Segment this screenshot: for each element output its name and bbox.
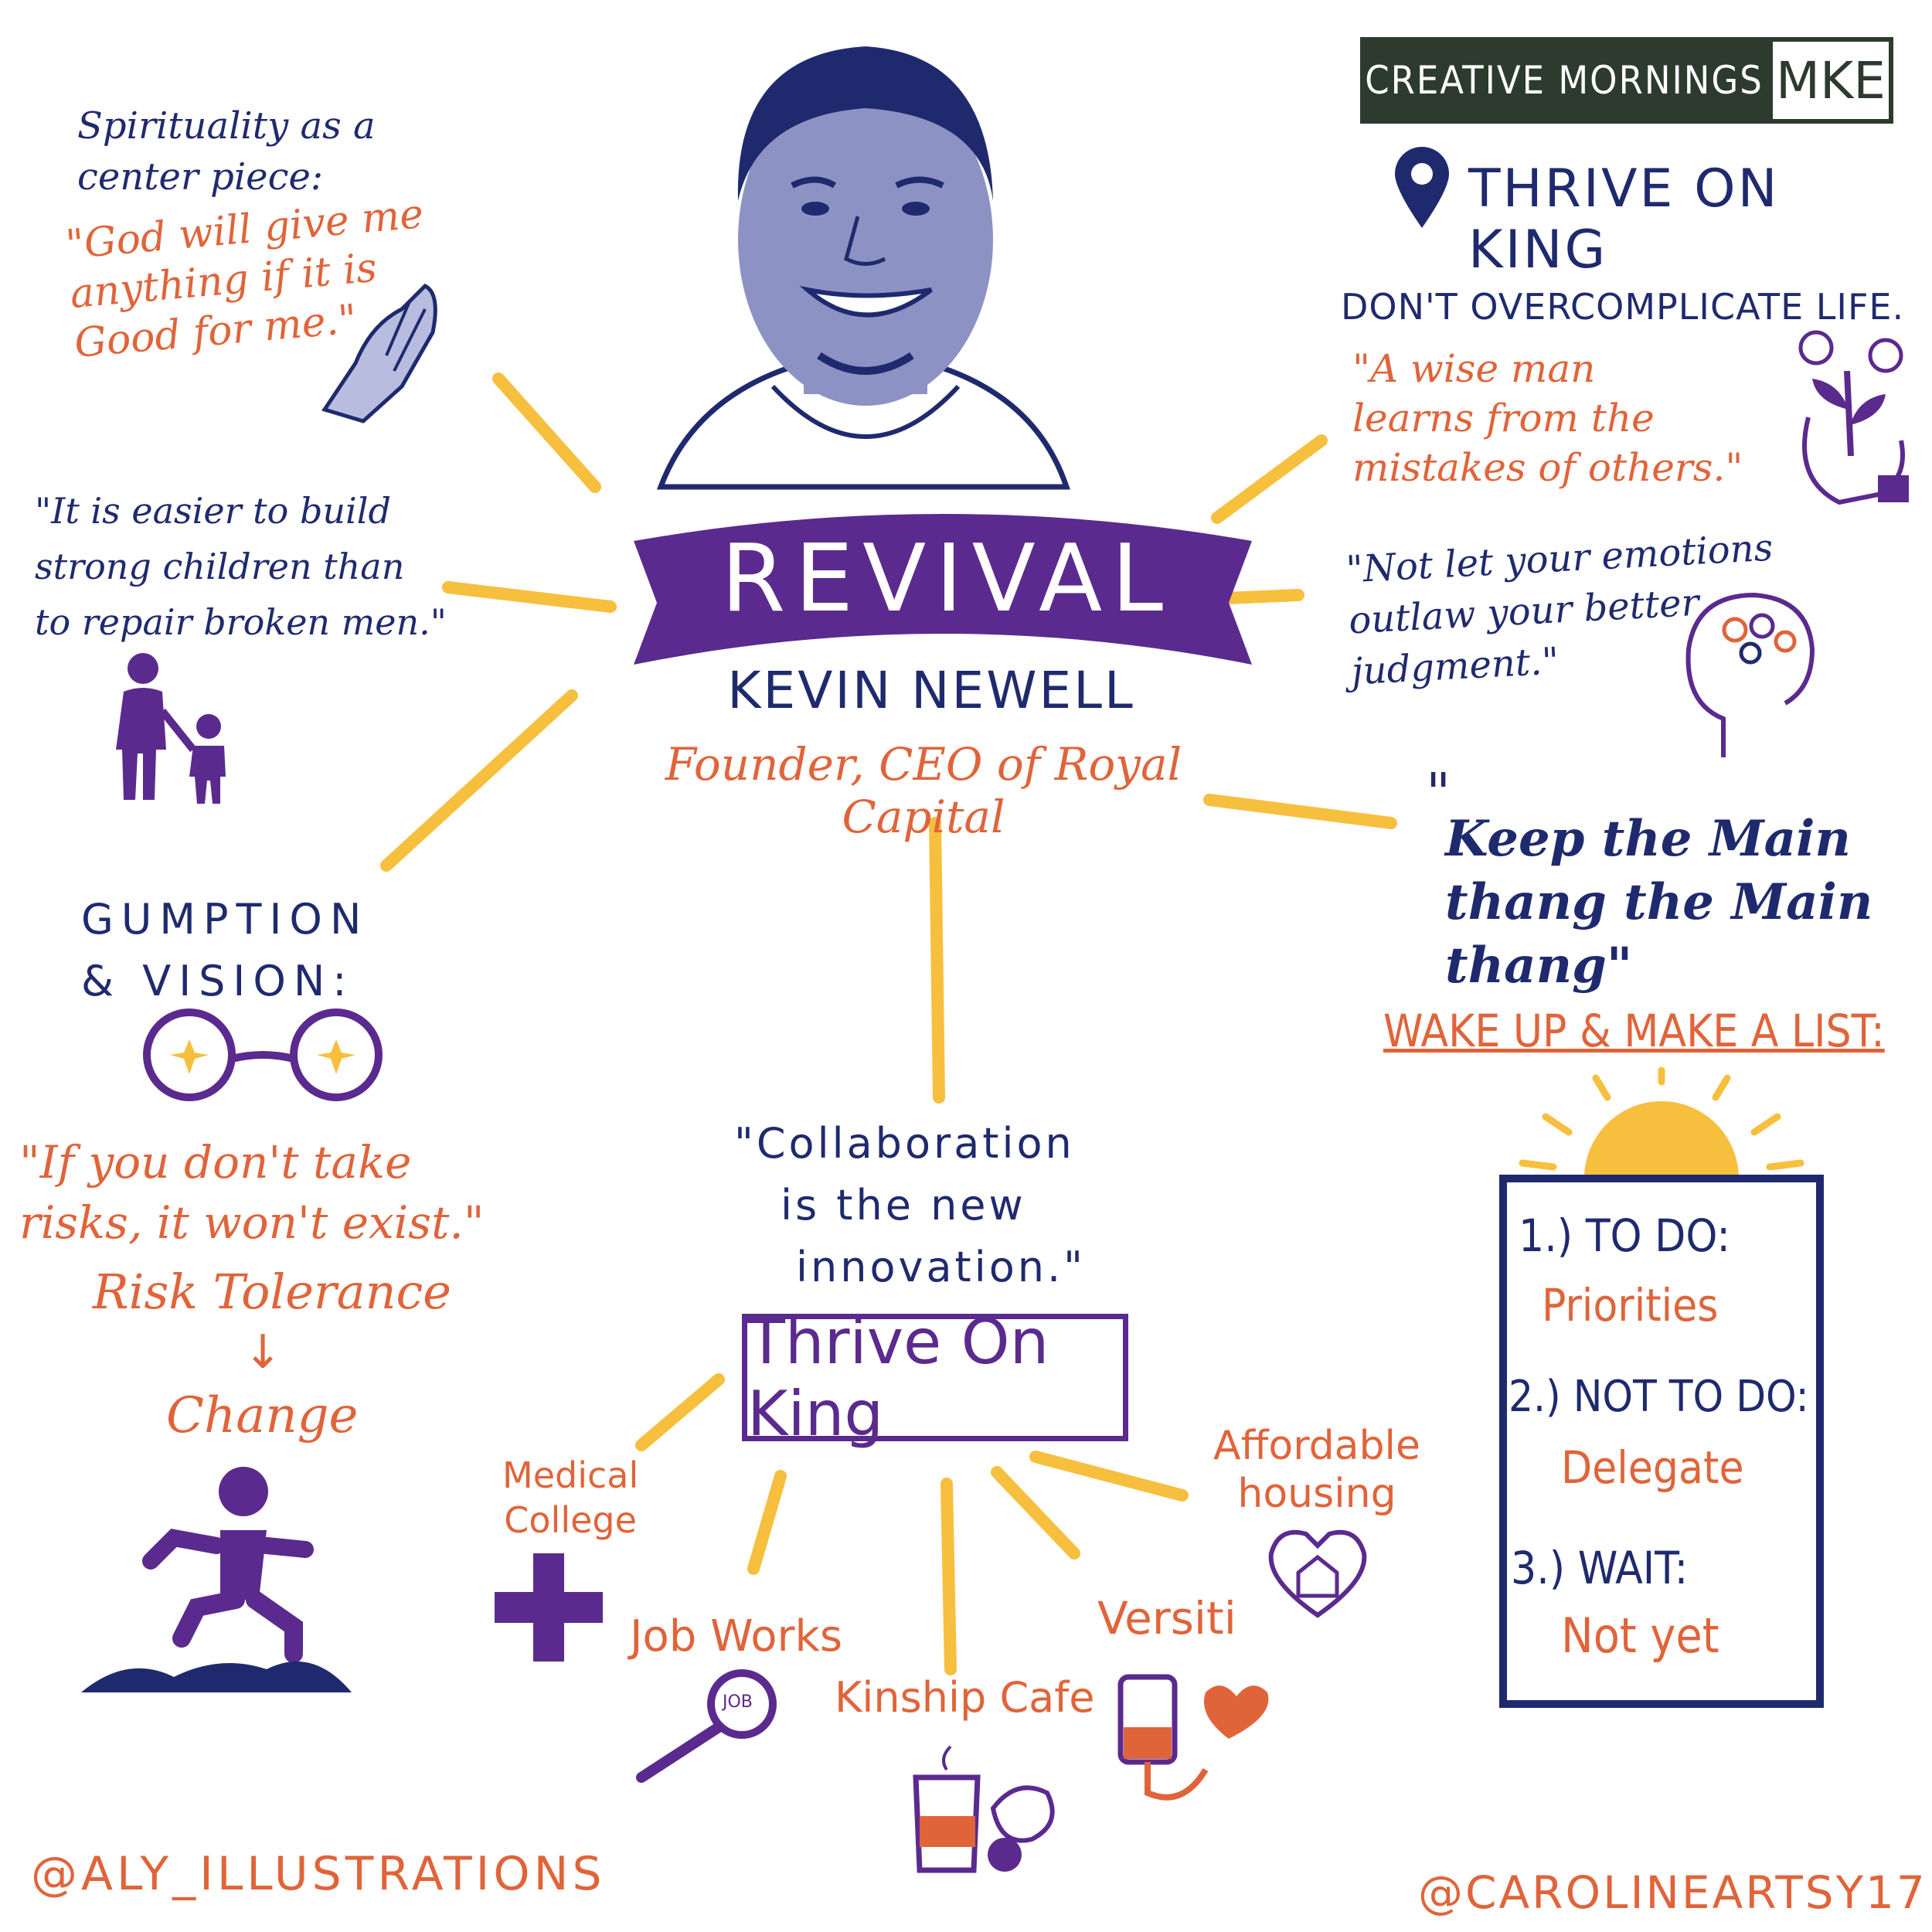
main-thang-quote: Keep the Main thang the Main thang" <box>1445 808 1872 998</box>
children-quote-line: "It is easier to build <box>35 490 391 532</box>
creative-mornings-logo: CREATIVE MORNINGS MKE <box>1360 37 1893 124</box>
list-item2-label: 2.) NOT TO DO: <box>1509 1372 1809 1422</box>
medical-college-label: Medical College <box>502 1453 638 1543</box>
blood-bag-heart-icon <box>1117 1674 1269 1801</box>
list-item3-value: Not yet <box>1561 1607 1719 1664</box>
spirituality-heading-line: center piece: <box>77 155 324 199</box>
ribbon-title: REVIVAL <box>720 526 1173 633</box>
list-item1-value: Priorities <box>1542 1279 1719 1332</box>
medical-cross-icon <box>495 1553 603 1662</box>
children-quote-line: strong children than <box>35 546 405 587</box>
versiti-label: Versiti <box>1097 1592 1236 1645</box>
gumption-heading-line: GUMPTION <box>81 895 369 944</box>
change-label: Change <box>166 1387 359 1444</box>
house-heart-icon <box>1268 1529 1367 1618</box>
risk-quote: "If you don't take risks, it won't exist… <box>19 1132 485 1253</box>
wise-man-quote: "A wise man learns from the mistakes of … <box>1352 344 1743 492</box>
risk-quote-line: "If you don't take <box>19 1136 412 1189</box>
medical-college-line: College <box>504 1499 637 1541</box>
location-label: THRIVE ON KING <box>1468 158 1780 281</box>
affordable-housing-line: Affordable <box>1213 1423 1420 1469</box>
list-item3-label: 3.) WAIT: <box>1511 1542 1689 1594</box>
collaboration-quote: "Collaboration is the new innovation." <box>734 1113 1086 1298</box>
main-thang-line: Keep the Main <box>1445 810 1851 868</box>
portrait-illustration <box>656 46 1070 490</box>
praying-hands-icon <box>321 283 437 423</box>
speaker-name: KEVIN NEWELL <box>727 661 1135 720</box>
wise-man-quote-line: mistakes of others." <box>1352 445 1743 490</box>
spirituality-heading-line: Spirituality as a <box>77 104 376 148</box>
list-item2-value: Delegate <box>1561 1441 1744 1494</box>
speaker-role: Founder, CEO of Royal Capital <box>665 738 1182 843</box>
location-pin-icon <box>1395 147 1449 228</box>
collaboration-line: "Collaboration <box>734 1119 1075 1168</box>
list-item1-label: 1.) TO DO: <box>1519 1209 1730 1262</box>
risk-tolerance: Risk Tolerance <box>93 1264 451 1320</box>
kinship-cafe-label: Kinship Cafe <box>835 1673 1095 1722</box>
job-works-label: Job Works <box>630 1611 843 1662</box>
gumption-heading: GUMPTION & VISION: <box>81 889 369 1012</box>
children-quote: "It is easier to build strong children t… <box>35 483 447 650</box>
collaboration-line: is the new <box>781 1181 1026 1230</box>
gumption-heading-line: & VISION: <box>81 957 355 1005</box>
main-thang-line: thang" <box>1445 937 1633 995</box>
runner-icon <box>81 1467 352 1692</box>
risk-quote-line: risks, it won't exist." <box>19 1196 485 1249</box>
spirituality-heading: Spirituality as a center piece: <box>77 100 376 202</box>
head-brain-icon <box>1685 592 1815 757</box>
affordable-housing-label: Affordable housing <box>1213 1422 1420 1518</box>
revival-ribbon <box>634 514 1252 665</box>
todo-list-box <box>1499 1175 1824 1708</box>
main-thang-line: thang the Main <box>1445 873 1873 931</box>
coffee-cup-icon <box>913 1745 1055 1873</box>
thrive-on-king-box: Thrive On King <box>742 1306 1128 1450</box>
collaboration-line: innovation." <box>796 1243 1086 1291</box>
list-heading: WAKE UP & MAKE A LIST: <box>1383 1005 1885 1057</box>
children-quote-line: to repair broken men." <box>35 601 447 643</box>
brand-name: CREATIVE MORNINGS <box>1360 37 1768 124</box>
main-thang-open-quote: " <box>1426 761 1451 825</box>
job-icon-text: JOB <box>723 1692 753 1712</box>
credit-left: @ALY_ILLUSTRATIONS <box>31 1847 606 1901</box>
parent-child-icon <box>116 653 226 804</box>
brand-city: MKE <box>1768 37 1893 124</box>
overcomplicate-heading: DON'T OVERCOMPLICATE LIFE. <box>1341 286 1905 328</box>
affordable-housing-line: housing <box>1237 1471 1396 1517</box>
wise-man-quote-line: "A wise man <box>1352 346 1596 391</box>
glasses-icon <box>143 1009 383 1101</box>
wise-man-quote-line: learns from the <box>1352 396 1655 440</box>
medical-college-line: Medical <box>502 1454 639 1496</box>
lightbulb-plant-icon <box>1798 330 1909 505</box>
down-arrow-icon: ↓ <box>243 1325 283 1379</box>
magnifier-icon <box>636 1669 777 1783</box>
sun-icon <box>1519 1066 1804 1179</box>
credit-right: @CAROLINEARTSY17 <box>1418 1866 1927 1919</box>
